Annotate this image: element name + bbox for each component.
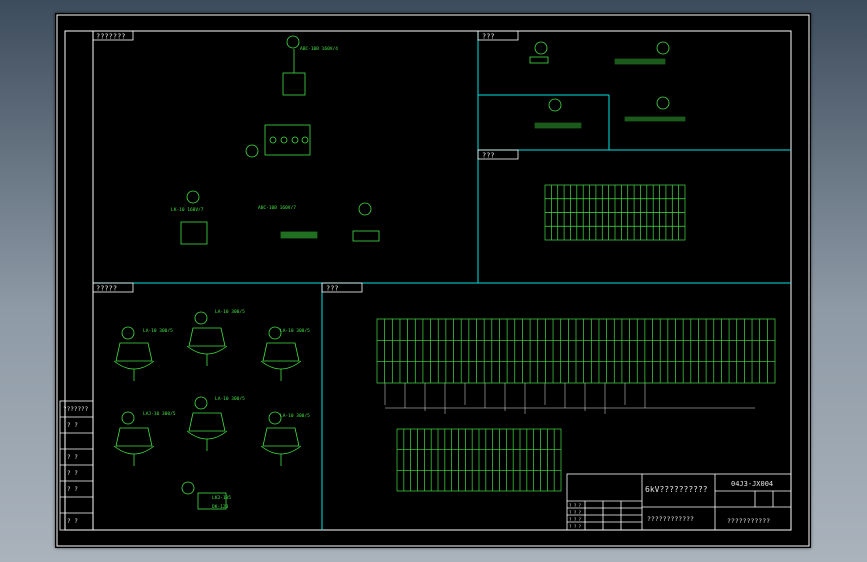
- switchgear-base: [260, 360, 302, 370]
- label-m2: ABC-10B 160V/7: [258, 205, 296, 211]
- left-row-0: ???????: [63, 406, 89, 413]
- switchgear-body: [115, 427, 153, 447]
- switchgear-body: [262, 427, 300, 447]
- label-sw4: LAJ-10 300/5: [143, 411, 176, 417]
- label-sw6: LA-10 300/5: [280, 413, 310, 419]
- drawing-name: ????????????: [647, 515, 694, 523]
- left-row-4: ? ?: [67, 486, 78, 493]
- drawing-title: 6kV??????????: [645, 485, 708, 494]
- top-right-components: [529, 41, 686, 129]
- label-m3: LK-10 160V/7: [171, 207, 204, 213]
- switchgear-base: [186, 430, 228, 440]
- label-c2: DK-12B: [212, 504, 229, 510]
- inner-frame: [64, 30, 792, 531]
- ct-symbol: [194, 311, 208, 325]
- switchgear-base: [186, 345, 228, 355]
- title-block: [566, 473, 792, 531]
- section-tag-box: [477, 149, 519, 160]
- section-tag-box: [92, 282, 134, 293]
- label-sw1: LA-10 300/5: [143, 328, 173, 334]
- bottom-small-symbol: [181, 481, 227, 510]
- section-label-bottom-left: ?????: [96, 285, 117, 293]
- section-label-top-right-a: ???: [482, 33, 495, 41]
- terminal-strip-upper-right: [544, 184, 686, 241]
- label-c1: LK3-105: [212, 495, 231, 501]
- ct-symbol: [268, 326, 282, 340]
- label-m1: ABC-10B 160V/4: [300, 46, 338, 52]
- outer-frame: [56, 14, 810, 547]
- title-row-0: ? ? ?: [569, 503, 582, 508]
- label-sw5: LA-10 300/5: [215, 396, 245, 402]
- title-row-3: ? ? ?: [569, 524, 582, 529]
- section-label-top-left: ???????: [96, 33, 126, 41]
- switchgear-symbols: [113, 311, 302, 466]
- switchgear-body: [188, 327, 226, 347]
- switchgear-body: [115, 342, 153, 362]
- section-tag-box: [92, 30, 134, 41]
- switchgear-base: [260, 445, 302, 455]
- terminal-strip-bottom-right-main: [376, 318, 776, 414]
- switchgear-base: [113, 360, 155, 370]
- ct-symbol: [194, 396, 208, 410]
- switchgear-base: [113, 445, 155, 455]
- title-row-2: ? ? ?: [569, 517, 582, 522]
- ct-symbol: [121, 326, 135, 340]
- company-name: ???????????: [727, 517, 770, 525]
- label-sw2: LA-10 300/5: [215, 309, 245, 315]
- top-left-components: [180, 35, 380, 245]
- left-row-2: ? ?: [67, 454, 78, 461]
- switchgear-body: [262, 342, 300, 362]
- drawing-number: 04J3-JX004: [731, 480, 773, 488]
- section-label-top-right-b: ???: [482, 152, 495, 160]
- left-row-3: ? ?: [67, 470, 78, 477]
- terminal-strip-bottom-right-lower: [396, 428, 562, 492]
- ct-symbol: [121, 411, 135, 425]
- section-tag-box: [321, 282, 363, 293]
- ct-symbol: [268, 411, 282, 425]
- left-row-5: ? ?: [67, 518, 78, 525]
- label-sw3: LA-10 300/5: [280, 328, 310, 334]
- left-revision-strip: [59, 400, 94, 531]
- drawing-sheet: ??????? ??? ??? ????? ??? ABC-10B 160V/4…: [55, 13, 811, 548]
- switchgear-body: [188, 412, 226, 432]
- title-row-1: ? ? ?: [569, 510, 582, 515]
- section-tag-box: [477, 30, 519, 41]
- left-row-1: ? ?: [67, 422, 78, 429]
- section-label-bottom-right: ???: [326, 285, 339, 293]
